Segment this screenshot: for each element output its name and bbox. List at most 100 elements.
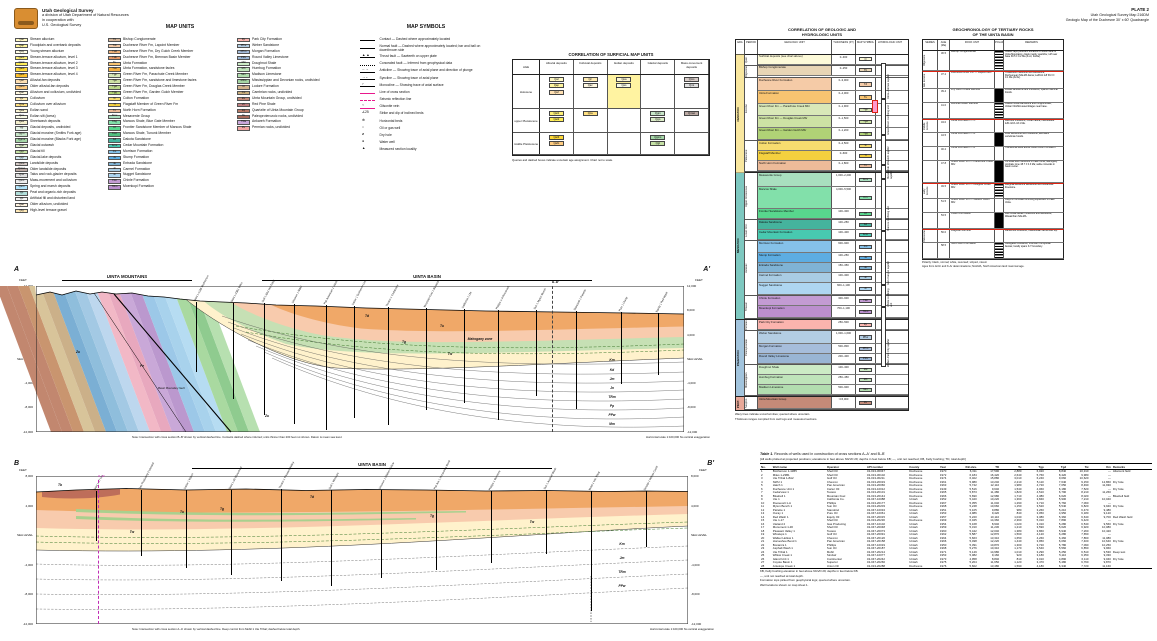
agency-name: Utah Geological Survey [42,8,94,13]
table-cell: 11 [761,505,765,508]
polarity-cell [995,242,1004,258]
table-cell: 6,020 [1036,469,1044,473]
unit-label: Tu [180,510,184,514]
table-cell: Phillips [826,501,837,505]
table-cell: — [1107,501,1111,505]
table-cell: 1,710 [1014,494,1022,498]
well-bore-line [141,490,142,556]
unit-code: Qsw [18,120,25,124]
symbol-sample-icon: →← [360,75,377,82]
table-cell: 4 [761,480,763,484]
table-cell: 28 [761,564,765,568]
table-cell: 14,980 [990,550,1000,554]
polarity-cell [995,160,1004,182]
formation-thickness: 0–1,200 [832,128,856,140]
formation-row: Dakota Sandstone 100–250 Kd [758,220,908,231]
section-note: Note: Intersection with cross section B–… [132,435,343,439]
table-footnote: —, unit not reached at total depth. [760,573,804,578]
table-cell: 20 [761,536,765,540]
table-cell: Duchesne [909,564,923,568]
table-cell: 5,663 [969,536,977,540]
formation-thickness: 0–250 [832,65,856,75]
period-label: Upper Cretaceous [745,173,758,220]
legend-item: Tgd Green River Fm, Douglas Creek Member [108,84,232,90]
agency-logo [14,8,38,29]
series-label [923,212,938,228]
aquifer-bar: Glen Canyon aquifer [881,231,909,285]
unit-label: Alluvium and colluvium, undivided [30,90,81,95]
polarity-cell [995,132,1004,146]
unit-code-chip: Tgp [859,107,872,113]
table-cell: 5 [761,484,763,487]
unit-label: Round Valley Limestone [252,54,289,59]
table-cell: Texaco [826,529,837,533]
table-cell: NWU 1 [772,480,783,484]
unit-color-chip: Kmt [108,132,121,137]
unit-code: Qac [19,90,24,94]
unit-color-chip: Qgms [15,138,28,143]
table-cell: 9,330 [1103,554,1111,557]
unit-code-chip: Tgd [859,119,872,125]
geochron-row: middle Eocene 43.0 Uinta Formation — C R… [922,118,1064,133]
unit-color-chip: Qmso [15,167,28,172]
unit-code: Zu [241,96,246,100]
well-bore-line [621,312,622,384]
unit-color-chip: Md [237,61,250,66]
formation-thickness: 0–1,500 [832,116,856,128]
table-cell: Uintah [909,543,918,547]
table-cell: 11,160 [1102,564,1111,568]
correlation-cell [641,75,676,108]
symbol-sample-icon: ● [362,139,365,144]
unit-label: Permian rocks, undivided [252,125,291,130]
legend-item: Tgs Green River Fm, sandstone and limest… [108,78,232,84]
era-label: MESOZOIC [736,173,745,320]
table-cell: 6 [761,487,763,491]
correlation-cell [608,109,642,132]
legend-item: Pp Park City Formation [237,37,333,43]
oil-shale-marker [872,100,878,113]
legend-item: Qp Peat and organic-rich deposits [15,190,103,196]
unit-label: Td [309,495,315,499]
table-cell: Uintah [909,540,918,543]
unit-box: Qap [548,83,564,88]
table-cell: 1,820 [1014,491,1022,494]
symbol-label: Dry hole [379,133,392,138]
table-cell: 9,980 [1081,473,1089,477]
table-cell: 7,090 [1081,543,1089,547]
unit-color-chip: Qat2 [15,61,28,66]
well-bore-line [536,310,537,396]
table-cell: — [1107,469,1111,473]
legend-item: Cl Lodore Formation [237,84,333,90]
unit-code: Tgp [112,73,117,77]
well-bore-line [381,490,382,578]
table-cell: 6,790 [1058,491,1067,494]
table-cell: 5,620 [1058,526,1067,529]
rock-unit: Flagstaff Member [950,229,995,242]
symbol-sample-icon: ⊕ [362,117,365,122]
elevation-tick: -8,000 [24,592,33,596]
formation-thickness: 100–300 [832,273,856,283]
well-bore-line [331,490,332,586]
table-cell: 7,860 [1081,536,1089,540]
well-bore-line [646,491,647,547]
section-end-label: B [14,460,20,467]
unit-code-chip: Mm [859,387,872,393]
table-cell: 11,930 [1102,484,1111,487]
table-column-header: Tgp [1022,463,1045,470]
unit-label: Km [609,358,615,362]
table-cell: 9,560 [1103,522,1111,526]
table-column-header: No. [760,463,772,470]
table-cell: 6,540 [1081,522,1089,526]
geochron-row: Oligocene 30.5 Bishop Conglomerate Grave… [922,50,1064,71]
table-cell: Myton Bench 1 [772,505,793,508]
duchesne-river-unit [36,488,688,513]
unit-color-chip: Tgs [108,79,121,84]
table-cell: 6,180 [1081,512,1089,515]
bishop-conglomerate-cap [42,489,120,499]
formation-name: Frontier Sandstone Member [758,209,832,219]
